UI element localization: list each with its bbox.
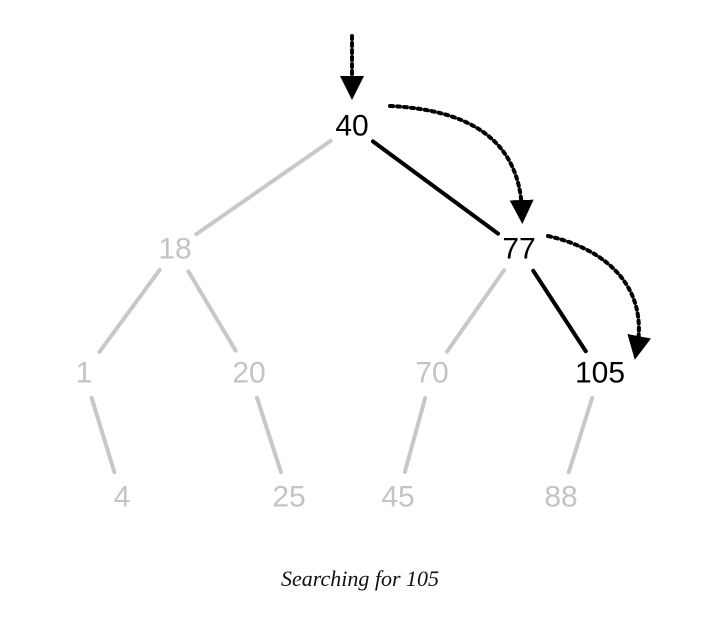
tree-edge-1-4	[89, 395, 117, 475]
path-arrow-40-to-77	[388, 104, 534, 224]
tree-edge-18-20	[186, 269, 238, 353]
tree-node-25: 25	[272, 481, 305, 514]
tree-node-1: 1	[76, 357, 93, 390]
tree-edge-105-88	[566, 395, 595, 475]
tree-edge-40-18	[194, 138, 333, 237]
figure-caption: Searching for 105	[280, 566, 440, 591]
tree-edge-18-1	[97, 267, 162, 355]
tree-node-4: 4	[114, 481, 131, 514]
tree-edge-70-45	[402, 396, 428, 474]
tree-node-88: 88	[544, 481, 577, 514]
search-path-arrows	[340, 34, 652, 360]
tree-node-20: 20	[232, 357, 265, 390]
tree-node-18: 18	[158, 233, 191, 266]
tree-edge-40-77	[370, 139, 501, 236]
tree-node-105: 105	[575, 357, 625, 390]
tree-node-77: 77	[502, 233, 535, 266]
tree-edge-20-25	[254, 395, 284, 475]
tree-node-45: 45	[381, 481, 414, 514]
tree-nodes: 40 18 77 1 20 70 105 4 25 45 88	[76, 110, 625, 514]
tree-node-40: 40	[335, 110, 368, 143]
tree-edge-77-105	[531, 268, 588, 354]
tree-edge-77-70	[444, 268, 507, 354]
tree-node-70: 70	[415, 357, 448, 390]
path-arrow-77-to-105	[546, 234, 652, 360]
tree-edges	[89, 138, 595, 475]
